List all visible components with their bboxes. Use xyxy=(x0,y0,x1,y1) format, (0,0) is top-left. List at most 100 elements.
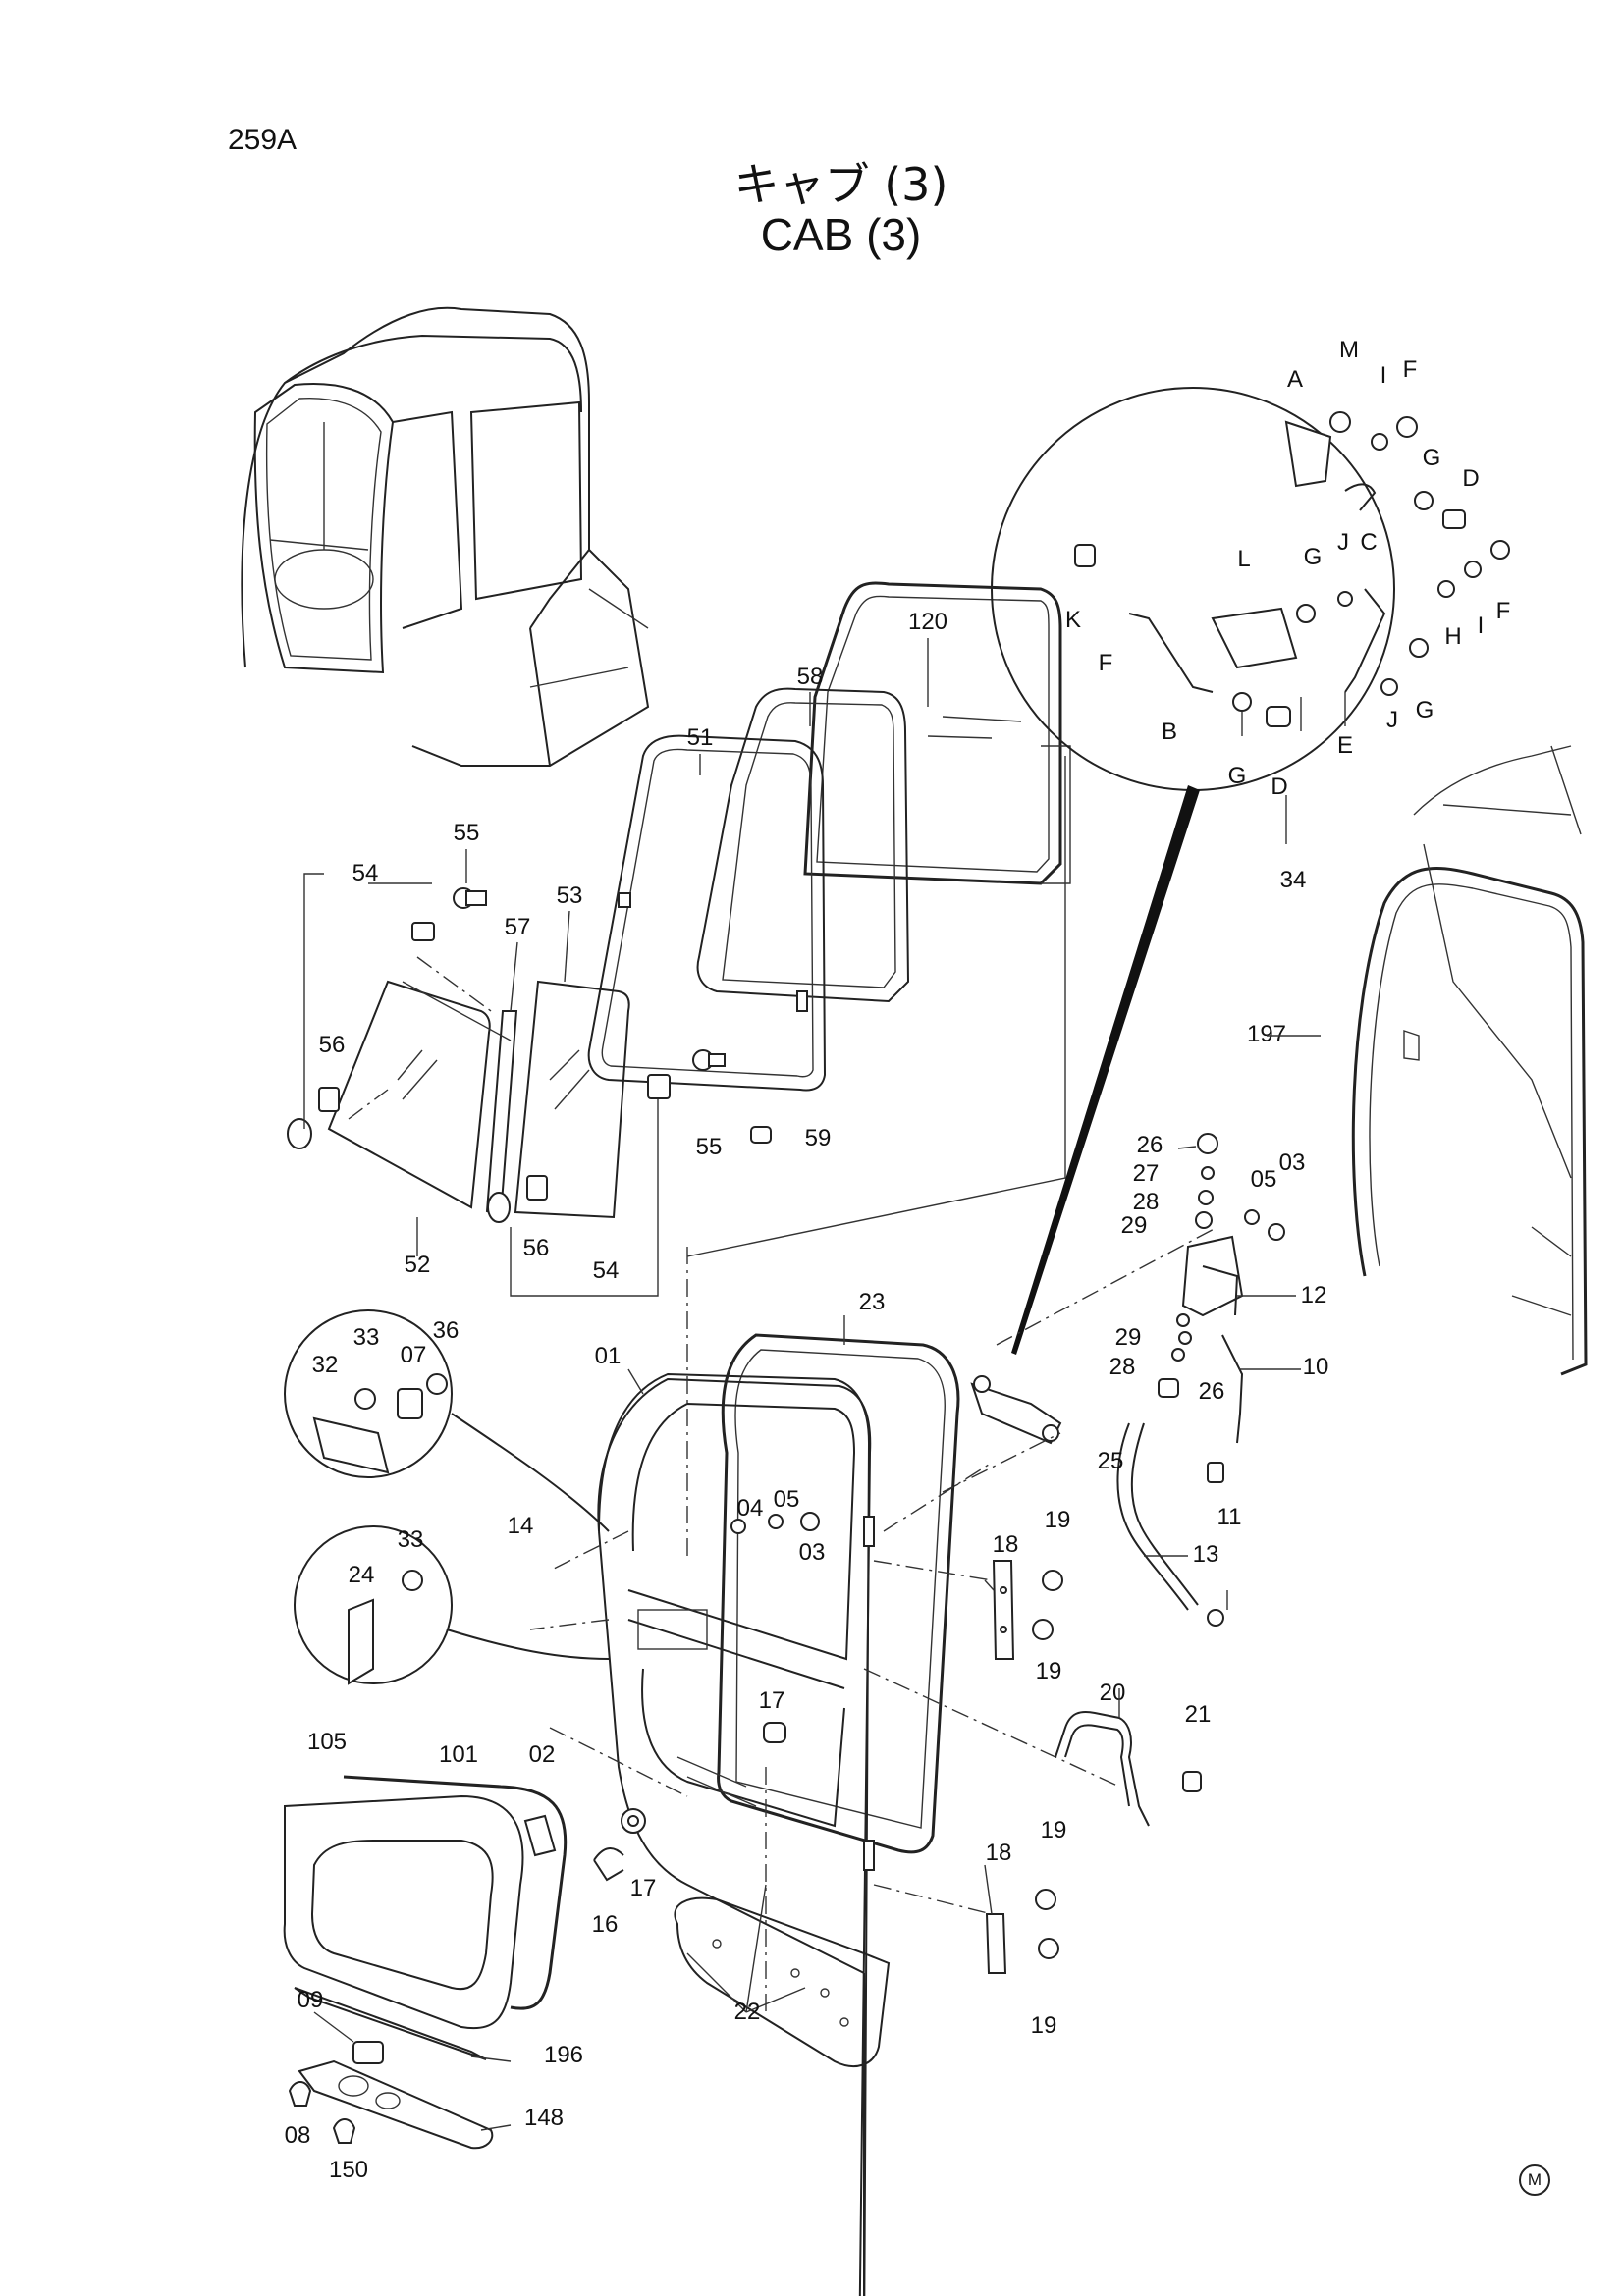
callout-E: E xyxy=(1337,732,1353,759)
callout-26-bottom: 26 xyxy=(1199,1378,1225,1405)
callout-F-top: F xyxy=(1403,356,1418,383)
leader-22 xyxy=(686,1884,806,2013)
callout-59: 59 xyxy=(805,1125,832,1151)
callout-27: 27 xyxy=(1133,1160,1160,1187)
callout-04: 04 xyxy=(737,1495,764,1522)
seal-101 xyxy=(343,1775,568,2010)
callout-18-lower: 18 xyxy=(986,1840,1012,1866)
callout-19-b: 19 xyxy=(1036,1658,1062,1684)
callout-12: 12 xyxy=(1301,1282,1327,1308)
callout-29-top: 29 xyxy=(1121,1212,1148,1239)
callout-C: C xyxy=(1360,529,1377,556)
callout-55-top: 55 xyxy=(454,820,480,846)
callout-F-left: F xyxy=(1099,650,1113,676)
callout-36: 36 xyxy=(433,1317,460,1344)
callout-03-door: 03 xyxy=(799,1539,826,1566)
callout-21: 21 xyxy=(1185,1701,1212,1728)
trim-105 xyxy=(283,1794,524,2030)
dash-latch xyxy=(942,1226,1218,1493)
dash-glass xyxy=(348,956,492,1120)
callout-G-bottom: G xyxy=(1228,763,1247,789)
callout-J-mid: J xyxy=(1337,529,1349,556)
callout-J-bottom: J xyxy=(1386,707,1398,733)
callout-G-top: G xyxy=(1423,445,1441,471)
cab-overview-illustration xyxy=(241,306,650,767)
callout-K: K xyxy=(1065,607,1081,633)
callout-F-right: F xyxy=(1496,598,1511,624)
door-seal-197 xyxy=(1351,867,1588,1376)
callout-22: 22 xyxy=(734,1999,761,2025)
callout-17-lower: 17 xyxy=(630,1875,657,1901)
pointer-32 xyxy=(451,1413,610,1532)
callout-I-right: I xyxy=(1478,613,1485,639)
callout-labels: 120 58 51 53 54 55 57 56 52 56 54 55 59 … xyxy=(285,337,1511,2183)
callout-197: 197 xyxy=(1247,1021,1286,1047)
side-glass-53 xyxy=(514,980,630,1219)
detail-circle-34 xyxy=(991,387,1510,791)
callout-01: 01 xyxy=(595,1343,622,1369)
callout-105: 105 xyxy=(307,1729,347,1755)
callout-19-c: 19 xyxy=(1041,1817,1067,1843)
title-english: CAB (3) xyxy=(760,209,922,260)
callout-B: B xyxy=(1162,719,1177,745)
callout-150: 150 xyxy=(329,2157,368,2183)
window-frame-51 xyxy=(587,734,827,1092)
latch-assembly xyxy=(970,1133,1285,1627)
glass-fittings xyxy=(287,887,772,1223)
detail-circle-32 xyxy=(284,1309,453,1478)
callout-11: 11 xyxy=(1217,1504,1242,1530)
callout-20: 20 xyxy=(1100,1680,1126,1706)
callout-08: 08 xyxy=(285,2122,311,2149)
callout-17-door: 17 xyxy=(759,1687,785,1714)
side-glass-52 xyxy=(327,980,491,1209)
callout-02: 02 xyxy=(529,1741,556,1768)
title-japanese: キャブ (3) xyxy=(733,158,948,211)
panel-22 xyxy=(674,1896,891,2067)
callout-05-door: 05 xyxy=(774,1486,800,1513)
callout-58: 58 xyxy=(797,664,824,690)
callout-G-right: G xyxy=(1416,697,1434,723)
trim-148 xyxy=(288,2041,494,2150)
callout-56-mid: 56 xyxy=(523,1235,550,1261)
glass-seal-57 xyxy=(485,1010,518,1217)
pointer-24 xyxy=(446,1629,610,1660)
callout-33-lower: 33 xyxy=(398,1526,424,1553)
callout-32: 32 xyxy=(312,1352,339,1378)
callout-D-bottom: D xyxy=(1271,774,1287,800)
callout-54-top: 54 xyxy=(352,860,379,886)
callout-33-upper: 33 xyxy=(353,1324,380,1351)
callout-M: M xyxy=(1339,337,1359,363)
door-01 xyxy=(597,1372,875,2296)
callout-101: 101 xyxy=(439,1741,478,1768)
callout-23: 23 xyxy=(859,1289,886,1315)
callout-05-right: 05 xyxy=(1251,1166,1277,1193)
callout-03-right: 03 xyxy=(1279,1149,1306,1176)
callout-24: 24 xyxy=(349,1562,375,1588)
callout-16: 16 xyxy=(592,1911,619,1938)
cab-corner-illustration xyxy=(1413,745,1582,1316)
callout-A: A xyxy=(1287,366,1303,393)
hinge-lower-18 xyxy=(985,1889,1059,1974)
detail-circle-24 xyxy=(294,1525,453,1685)
callout-57: 57 xyxy=(505,914,531,940)
callout-25: 25 xyxy=(1098,1448,1124,1474)
callout-09: 09 xyxy=(298,1987,324,2013)
manufacturer-mark: M xyxy=(1519,2164,1550,2196)
callout-10: 10 xyxy=(1303,1354,1329,1380)
callout-56-left: 56 xyxy=(319,1032,346,1058)
dash-door xyxy=(529,1247,1120,2012)
callout-51: 51 xyxy=(687,724,714,751)
callout-26-top: 26 xyxy=(1137,1132,1163,1158)
callout-H: H xyxy=(1444,623,1461,650)
handle-20 xyxy=(1055,1710,1202,1827)
callout-I-top: I xyxy=(1380,362,1387,389)
trim-196 xyxy=(294,1987,487,2060)
callout-19-d: 19 xyxy=(1031,2012,1057,2039)
callout-D-top: D xyxy=(1462,465,1479,492)
callout-29-bottom: 29 xyxy=(1115,1324,1142,1351)
fittings-02-16-17 xyxy=(523,1808,646,1882)
leader-120-bracket xyxy=(1041,745,1071,884)
callout-54-bottom: 54 xyxy=(593,1257,620,1284)
callout-18-upper: 18 xyxy=(993,1531,1019,1558)
callout-196: 196 xyxy=(544,2042,583,2068)
